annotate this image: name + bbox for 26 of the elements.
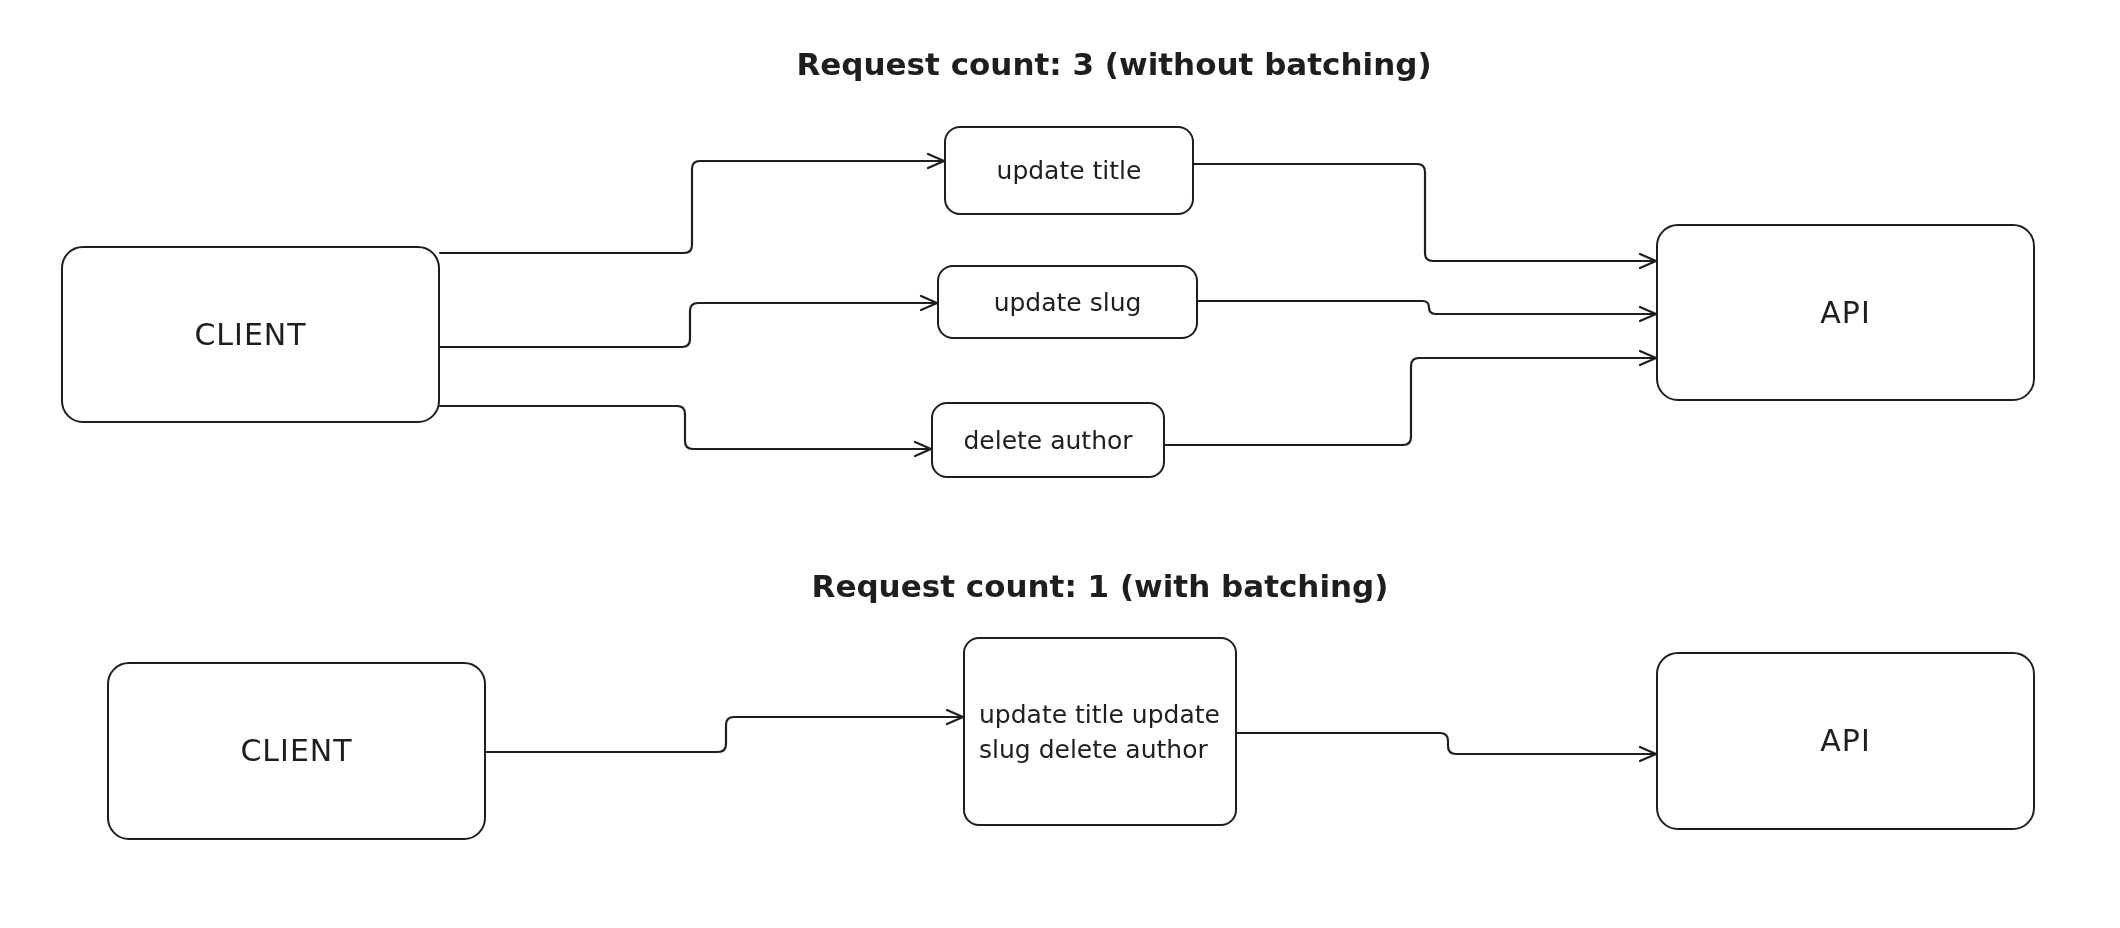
- process-box: [107, 662, 486, 840]
- process-box: [944, 126, 1194, 215]
- box-label: update slug: [993, 286, 1142, 319]
- process-box: [1656, 224, 2035, 401]
- process-box: [1656, 652, 2035, 830]
- process-box: [61, 246, 440, 423]
- box-label: API: [1820, 722, 1871, 760]
- box-label: API: [1820, 293, 1871, 332]
- arrow: [1196, 299, 1658, 323]
- box-label: CLIENT: [240, 732, 353, 770]
- arrow: [438, 294, 939, 349]
- arrow: [1163, 349, 1658, 447]
- arrow: [1192, 162, 1658, 270]
- arrow: [484, 708, 965, 754]
- arrow: [1235, 731, 1658, 763]
- box-label: delete author: [963, 424, 1133, 457]
- box-label: update title update slug delete author: [979, 698, 1221, 766]
- box-label: CLIENT: [194, 315, 307, 354]
- arrow: [438, 152, 946, 255]
- arrow: [438, 404, 933, 458]
- section-heading: Request count: 3 (without batching): [796, 46, 1432, 82]
- section-heading: Request count: 1 (with batching): [811, 568, 1389, 604]
- process-box: [963, 637, 1237, 826]
- box-label: update title: [996, 155, 1142, 187]
- process-box: [937, 265, 1198, 339]
- process-box: [931, 402, 1165, 478]
